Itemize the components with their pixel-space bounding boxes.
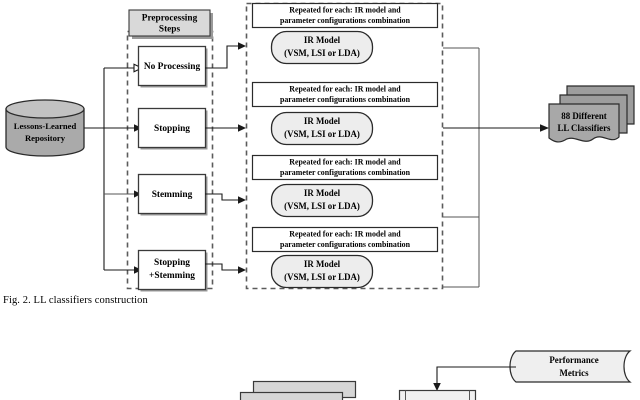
partial-process-box-right: [398, 389, 477, 400]
ir-group-4-repeat-line2: parameter configurations combination: [280, 240, 411, 249]
step-box-no-processing[interactable]: No Processing: [137, 45, 208, 88]
partial-process-box-right-body: [398, 389, 477, 400]
performance-metrics-line1: Performance: [549, 355, 598, 365]
step-stopping-label: Stopping: [154, 124, 190, 134]
ir-group-1-model-line1: IR Model: [304, 35, 341, 45]
ir-group-3-repeat-box: [251, 154, 439, 181]
lessons-learned-repository: Lessons-Learned Repository: [5, 99, 85, 157]
ll-classifiers-label-line1: 88 Different: [561, 111, 606, 121]
preprocessing-header-box: [128, 9, 211, 37]
ir-group-3-model-line1: IR Model: [304, 188, 341, 198]
step-stopping-stemming-box: [137, 249, 207, 291]
ir-group-1-repeat-line1: Repeated for each: IR model and: [289, 5, 401, 14]
performance-metrics-shape: Performance Metrics: [509, 350, 632, 383]
ir-group-3-repeat-line2: parameter configurations combination: [280, 168, 411, 177]
ll-classifiers-sheet-front: [548, 103, 620, 143]
step-box-stopping-stemming[interactable]: Stopping +Stemming: [137, 249, 208, 292]
ir-group-2-repeat-line1: Repeated for each: IR model and: [289, 84, 401, 93]
ll-classifiers-label-line2: LL Classifiers: [557, 123, 611, 133]
connector-step1-to-ir1: [205, 45, 238, 69]
step-no-processing-label: No Processing: [144, 62, 201, 72]
ir-group-1-model-box[interactable]: [270, 30, 374, 65]
ir-group-2: Repeated for each: IR model and paramete…: [251, 81, 439, 146]
ir-group-1-repeat-box: [251, 2, 439, 29]
ir-group-3: Repeated for each: IR model and paramete…: [251, 154, 439, 218]
ir-group-3-repeat-line1: Repeated for each: IR model and: [289, 157, 401, 166]
ir-group-4-model-box[interactable]: [270, 254, 374, 289]
ir-group-1: Repeated for each: IR model and paramete…: [251, 2, 439, 65]
step-box-stopping[interactable]: Stopping: [137, 107, 208, 150]
partial-box-left-group: [239, 380, 357, 400]
repository-cylinder-top: [5, 99, 85, 119]
preprocessing-header-line2: Steps: [159, 25, 181, 35]
ir-models-dashed-container: [245, 2, 444, 290]
preprocessing-header-line1: Preprocessing: [142, 14, 198, 24]
ll-classifiers-output: 88 Different LL Classifiers: [548, 85, 635, 143]
ir-group-4-repeat-box: [251, 226, 439, 253]
arrowhead-ir3: [238, 196, 246, 204]
performance-metrics-line2: Metrics: [559, 368, 589, 378]
ir-group-1-repeat-line2: parameter configurations combination: [280, 16, 411, 25]
step-stemming-label: Stemming: [152, 190, 193, 200]
connector-step3-to-ir3: [205, 193, 238, 201]
ir-group-1-model-line2: (VSM, LSI or LDA): [284, 48, 360, 58]
ir-group-4: Repeated for each: IR model and paramete…: [251, 226, 439, 289]
arrowhead-output: [540, 124, 549, 132]
connector-metrics-to-process: [436, 366, 516, 383]
connector-step4-to-ir4: [205, 263, 238, 271]
ir-group-3-model-line2: (VSM, LSI or LDA): [284, 201, 360, 211]
step-stopping-stemming-label-line1: Stopping: [154, 258, 190, 268]
ir-group-4-model-line2: (VSM, LSI or LDA): [284, 272, 360, 282]
step-no-processing-box: [137, 45, 207, 87]
ir-group-2-model-box[interactable]: [270, 111, 374, 146]
step-stopping-box: [137, 107, 207, 149]
ir-group-2-repeat-box: [251, 81, 439, 108]
ir-group-2-repeat-line2: parameter configurations combination: [280, 95, 411, 104]
step-box-stemming[interactable]: Stemming: [137, 173, 208, 216]
step-stopping-stemming-label-line2: +Stemming: [149, 271, 195, 281]
ir-group-4-repeat-line1: Repeated for each: IR model and: [289, 229, 401, 238]
ir-group-3-model-box[interactable]: [270, 183, 374, 218]
figure-caption: Fig. 2. LL classifiers construction: [3, 295, 148, 306]
arrowhead-ir1: [238, 42, 246, 50]
step-stemming-box: [137, 173, 207, 215]
repository-cylinder-body: [5, 108, 85, 157]
repository-label-line2: Repository: [25, 133, 66, 143]
arrowhead-stemming: [134, 190, 141, 198]
ir-group-2-model-line2: (VSM, LSI or LDA): [284, 129, 360, 139]
performance-metrics-body: [509, 350, 632, 383]
preprocessing-steps-header: Preprocessing Steps: [128, 9, 213, 39]
arrowhead-ir4: [238, 266, 246, 274]
ir-group-4-model-line1: IR Model: [304, 259, 341, 269]
arrowhead-metrics-to-process: [433, 383, 441, 391]
arrowhead-ir2: [238, 124, 246, 132]
partial-box-left-lower: [239, 391, 344, 400]
repository-label-line1: Lessons-Learned: [14, 121, 77, 131]
ir-group-2-model-line1: IR Model: [304, 116, 341, 126]
